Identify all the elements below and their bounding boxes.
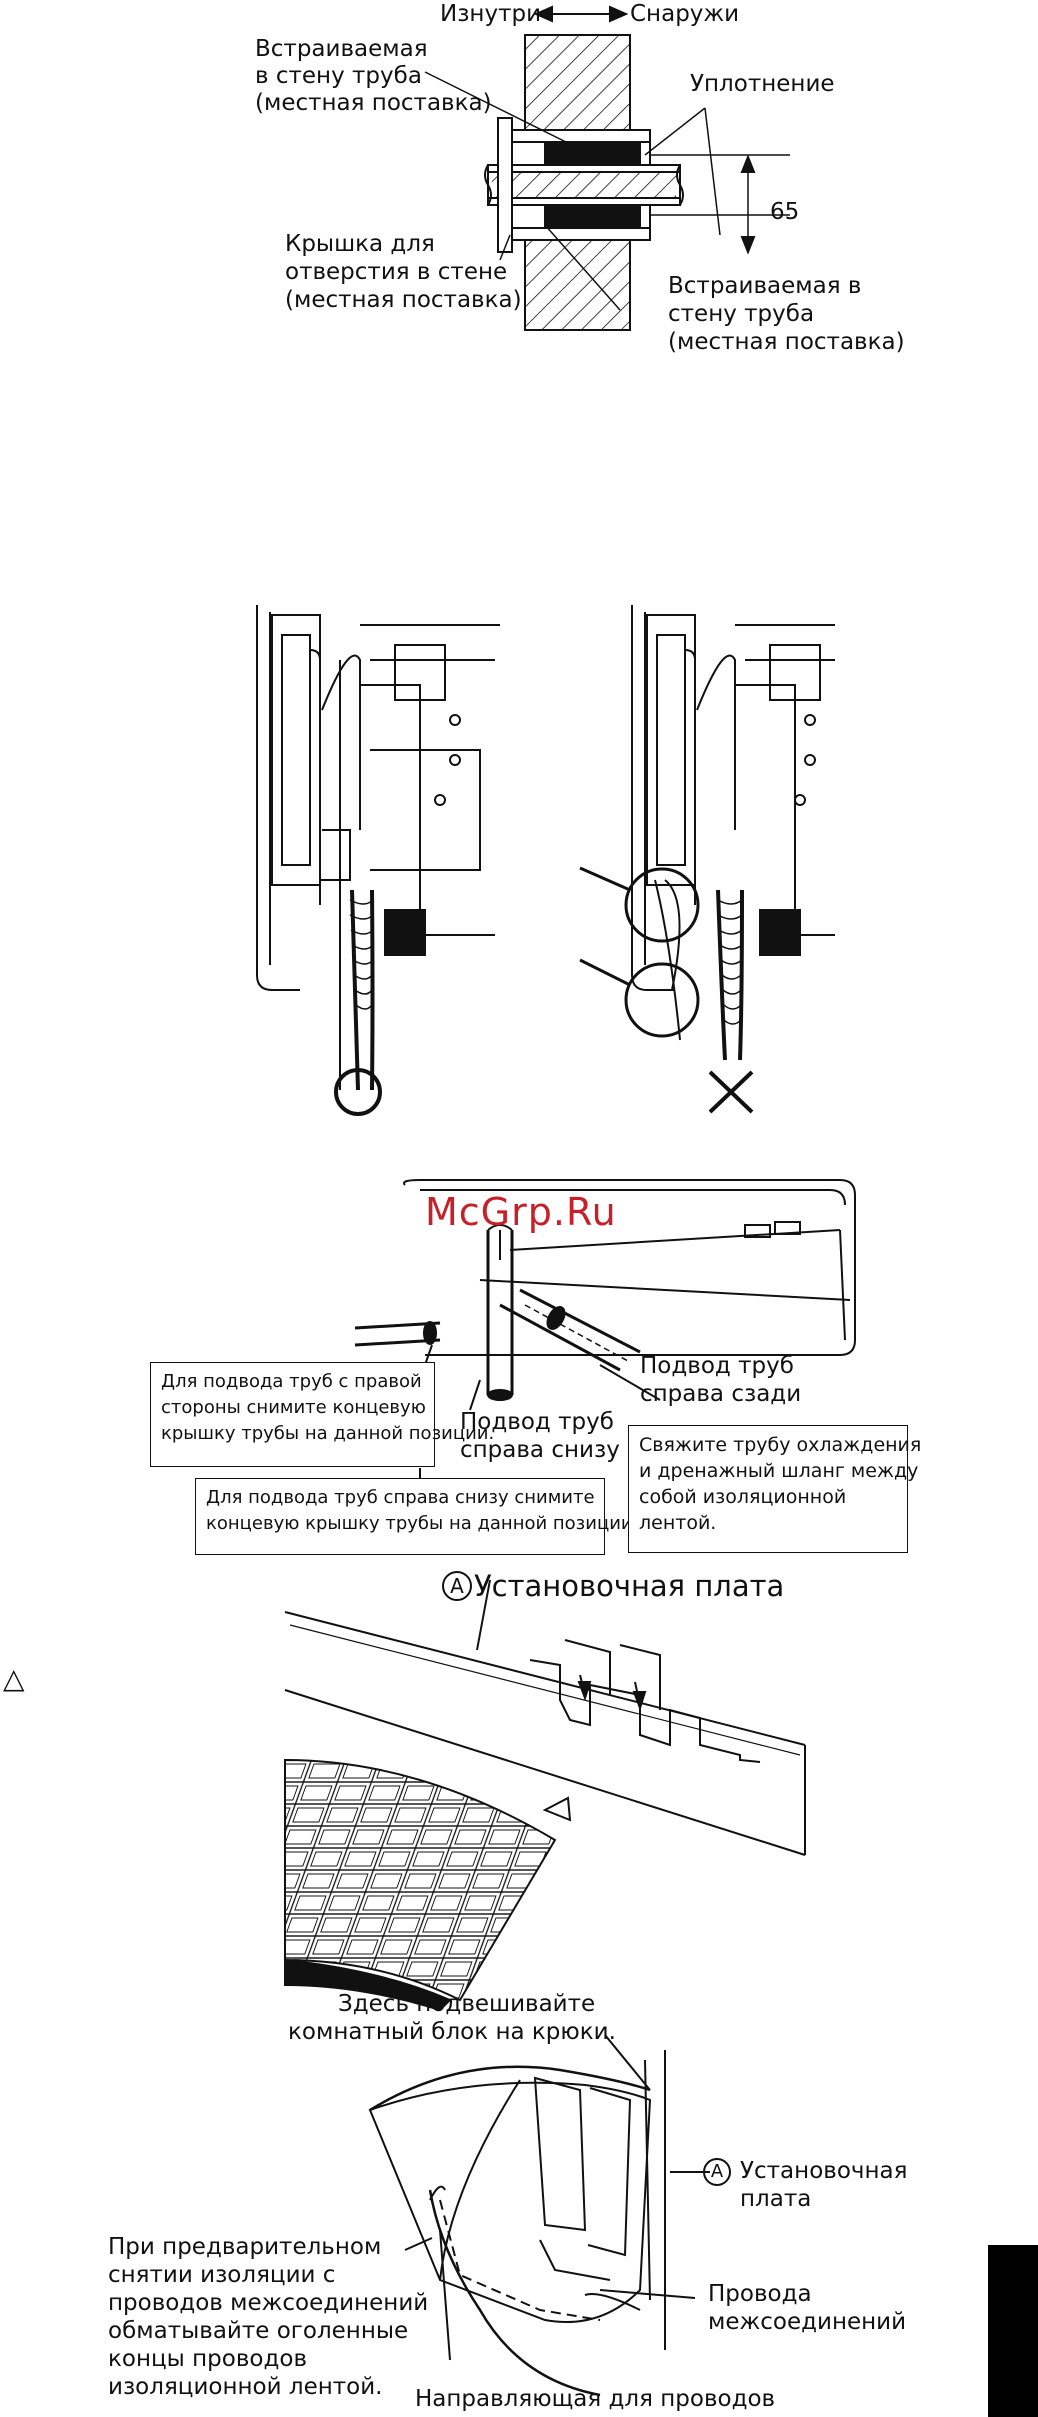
embedded-pipe-right-line2: стену труба: [668, 301, 815, 327]
wrong-symbol-x2: [708, 1070, 754, 1114]
bottom-right-line1: Подвод труб: [460, 1409, 614, 1435]
insulation-note-line5: концы проводов: [108, 2346, 307, 2372]
outside-label: Снаружи: [630, 1, 740, 27]
unit-wrong: [579, 605, 835, 1061]
note-bottom-right-box: Для подвода труб справа снизу снимите ко…: [195, 1478, 639, 1555]
hanging-unit-figure: [368, 2034, 710, 2397]
embedded-pipe-left-line3: (местная поставка): [255, 90, 492, 116]
wall-cap-line3: (местная поставка): [285, 287, 522, 313]
rear-right-line2: справа сзади: [640, 1381, 802, 1407]
bottom-right-line2: справа снизу: [460, 1437, 620, 1463]
wall-cap-line1: Крышка для: [285, 231, 435, 257]
note-bind-box: Свяжите трубу охлаждения и дренажный шла…: [628, 1425, 922, 1553]
insulation-note-line3: проводов межсоединений: [108, 2290, 429, 2316]
wires-line2: межсоединений: [708, 2309, 907, 2335]
embedded-pipe-right-line1: Встраиваемая в: [668, 273, 862, 299]
insulation-note-line6: изоляционной лентой.: [108, 2374, 383, 2400]
mounting-plate-figure: [284, 1579, 806, 2012]
hang-here-line2: комнатный блок на крюки.: [288, 2019, 616, 2045]
seal-label: Уплотнение: [690, 71, 835, 97]
watermark-text: McGrp.Ru: [425, 1190, 617, 1234]
insulation-note-line1: При предварительном: [108, 2234, 382, 2260]
piping-direction-figure: [354, 1179, 856, 1490]
marker-a-letter-bottom: A: [710, 2161, 724, 2182]
wires-line1: Провода: [708, 2281, 812, 2307]
embedded-pipe-right-line3: (местная поставка): [668, 329, 905, 355]
page-edge-tab: [988, 2245, 1038, 2417]
marker-a-letter-top: A: [450, 1574, 464, 1598]
hang-here-line1: Здесь подвешивайте: [338, 1991, 596, 2017]
marker-a-circle-top: A: [442, 1571, 472, 1601]
mounting-plate-label-top: Установочная плата: [474, 1569, 785, 1603]
mounting-plate-bottom-line2: плата: [740, 2186, 812, 2212]
insulation-note-line2: снятии изоляции с: [108, 2262, 336, 2288]
note-bind-line1: Свяжите трубу охлаждения: [639, 1434, 922, 1456]
wall-cap-line2: отверстия в стене: [285, 259, 508, 285]
mounting-plate-bottom-line1: Установочная: [740, 2158, 908, 2184]
inside-label: Изнутри: [440, 1, 542, 27]
dimension-label: 65: [770, 199, 800, 225]
embedded-pipe-left-line1: Встраиваемая: [255, 36, 428, 62]
note-right-side-line3: крышку трубы на данной позиции.: [161, 1423, 495, 1444]
rear-right-line1: Подвод труб: [640, 1353, 794, 1379]
wire-guide-label: Направляющая для проводов: [415, 2386, 776, 2412]
insulation-note-line4: обматывайте оголенные: [108, 2318, 409, 2344]
hose-routing-figure: [256, 605, 835, 1116]
note-right-side-box: Для подвода труб с правой стороны снимит…: [150, 1362, 495, 1467]
note-right-side-line2: стороны снимите концевую: [161, 1397, 426, 1418]
note-bottom-right-line1: Для подвода труб справа снизу снимите: [206, 1487, 595, 1508]
unit-correct: [256, 605, 500, 1091]
marker-a-circle-bottom: A: [703, 2158, 731, 2186]
correct-symbol-circle: [334, 1068, 382, 1116]
wall-section-figure: [424, 5, 790, 331]
left-triangle-marker: △: [3, 1662, 25, 1695]
note-bind-line3: собой изоляционной: [639, 1486, 847, 1508]
note-bottom-right-line2: концевую крышку трубы на данной позиции.: [206, 1513, 639, 1534]
note-right-side-line1: Для подвода труб с правой: [161, 1371, 422, 1392]
note-bind-line4: лентой.: [639, 1512, 717, 1534]
note-bind-line2: и дренажный шланг между: [639, 1460, 919, 1482]
embedded-pipe-left-line2: в стену труба: [255, 63, 422, 89]
